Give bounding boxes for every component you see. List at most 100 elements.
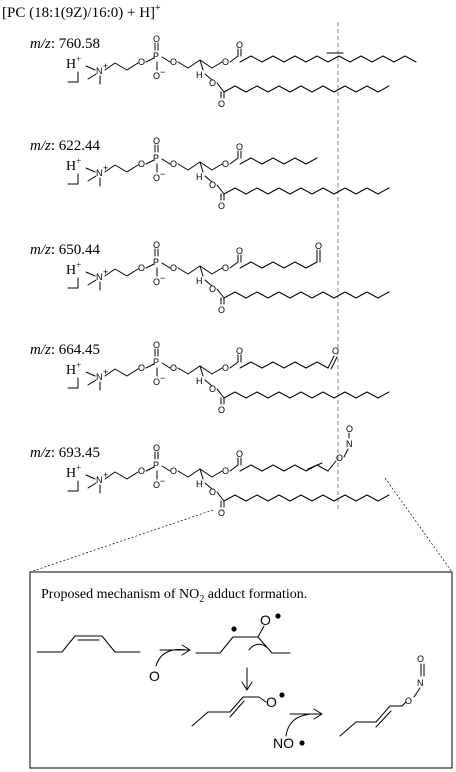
oxygen-charge: − <box>160 169 165 179</box>
stereo-hydrogen: H <box>196 70 203 80</box>
product-o-label: O <box>405 696 412 706</box>
glycerol-oxygen: O <box>170 363 177 373</box>
methyl-bond <box>87 482 97 489</box>
adduct-bracket <box>67 377 79 389</box>
sn1-ester-bond <box>229 55 239 63</box>
phosphorus-atom: P <box>153 357 159 367</box>
stereo-bond <box>199 161 204 173</box>
methyl-bond <box>87 379 97 386</box>
mz-label: m/z: 693.45 <box>30 445 100 461</box>
radical-dot-no <box>299 740 305 746</box>
methyl-bond <box>87 73 97 80</box>
nitrogen-charge: + <box>103 267 108 277</box>
ester-oxygen: O <box>138 466 145 476</box>
nitrogen-charge: + <box>103 163 108 173</box>
sn2-carbonyl-oxygen: O <box>218 99 225 109</box>
nitrite-oxygen: O <box>336 453 343 463</box>
sn2-carbonyl-oxygen: O <box>218 305 225 315</box>
phosphoryl-oxygen: O <box>153 136 160 146</box>
methyl-bond <box>85 167 96 173</box>
aldehyde-bond <box>330 356 338 370</box>
sn1-oxygen: O <box>222 363 229 373</box>
adduct-bracket <box>67 173 79 185</box>
sn1-acyl-chain <box>239 55 417 63</box>
nitrogen-charge: + <box>103 470 108 480</box>
ester-oxygen: O <box>138 159 145 169</box>
sn2-o-bond <box>204 379 213 387</box>
adduct-bracket <box>67 480 79 492</box>
sn1-carbonyl-oxygen: O <box>236 246 243 256</box>
sn2-o-bond <box>204 73 213 81</box>
methyl-bond <box>85 371 96 377</box>
sn1-acyl-chain <box>239 361 329 369</box>
sn1-ester-bond <box>229 261 239 269</box>
phosphoryl-oxygen: O <box>153 34 160 44</box>
sn1-carbonyl-oxygen: O <box>236 142 243 152</box>
methyl-bond <box>85 65 96 71</box>
stereo-bond <box>199 59 204 71</box>
sn1-ester-bond <box>229 464 239 472</box>
sn2-acyl-chain <box>223 494 390 502</box>
mz-label: m/z: 650.44 <box>30 242 101 258</box>
anionic-oxygen: O <box>153 277 160 287</box>
reaction-arrow-1-head <box>181 644 191 656</box>
sn2-oxygen: O <box>209 180 216 190</box>
product-double-bond <box>375 710 392 728</box>
figure-title: [PC (18:1(9Z)/16:0) + H]+ <box>2 3 161 21</box>
phosphoryl-oxygen: O <box>153 240 160 250</box>
sn2-ester-bond <box>216 491 225 502</box>
mz-label: m/z: 622.44 <box>30 138 101 154</box>
stereo-hydrogen: H <box>196 376 203 386</box>
reaction-arrow-2-head <box>241 681 253 691</box>
ester-oxygen: O <box>138 363 145 373</box>
sn1-oxygen: O <box>222 263 229 273</box>
radical-dot-o-2 <box>279 692 285 698</box>
stereo-hydrogen: H <box>196 276 203 286</box>
sn2-ester-bond <box>216 388 225 399</box>
nitrogen-atom: N <box>96 372 103 382</box>
p-o-bond <box>161 158 171 165</box>
nitric-oxide-label: NO <box>273 735 294 751</box>
phosphoryl-oxygen: O <box>153 443 160 453</box>
mechanism-heading: Proposed mechanism of NO2 adduct formati… <box>41 587 307 605</box>
sn1-ester-bond <box>229 361 239 369</box>
coupling-curve <box>285 713 311 737</box>
nitrogen-atom: N <box>96 475 103 485</box>
sn2-carbonyl-oxygen: O <box>218 201 225 211</box>
glycerol-oxygen: O <box>170 263 177 273</box>
nitrite-terminal-oxygen: O <box>346 424 353 434</box>
choline-linker <box>104 471 139 480</box>
phosphorus-atom: P <box>153 257 159 267</box>
methyl-bond <box>85 271 96 277</box>
sn2-acyl-chain <box>223 391 390 399</box>
aldehyde-oxygen: O <box>315 241 322 251</box>
sn2-acyl-chain <box>223 291 390 299</box>
c-o-bond <box>257 625 265 638</box>
methyl-bond <box>85 474 96 480</box>
nitrogen-charge: + <box>103 367 108 377</box>
stereo-hydrogen: H <box>196 479 203 489</box>
sn2-ester-bond <box>216 82 225 93</box>
sn2-ester-bond <box>216 288 225 299</box>
glycerol-oxygen: O <box>170 57 177 67</box>
choline-linker <box>104 368 139 377</box>
methyl-bond <box>87 175 97 182</box>
adduct-bracket <box>67 277 79 289</box>
mechanism-box <box>29 571 453 769</box>
sn2-oxygen: O <box>209 78 216 88</box>
glycerol-oxygen: O <box>170 466 177 476</box>
sn2-acyl-chain <box>223 187 390 195</box>
sn1-acyl-chain <box>239 261 318 269</box>
sn1-oxygen: O <box>222 57 229 67</box>
radical-o-label-2: O <box>266 694 277 710</box>
radical-o-label: O <box>260 612 271 628</box>
adduct-bracket <box>67 71 79 83</box>
oxygen-radical-label: O <box>149 668 160 684</box>
sn2-carbonyl-oxygen: O <box>218 405 225 415</box>
